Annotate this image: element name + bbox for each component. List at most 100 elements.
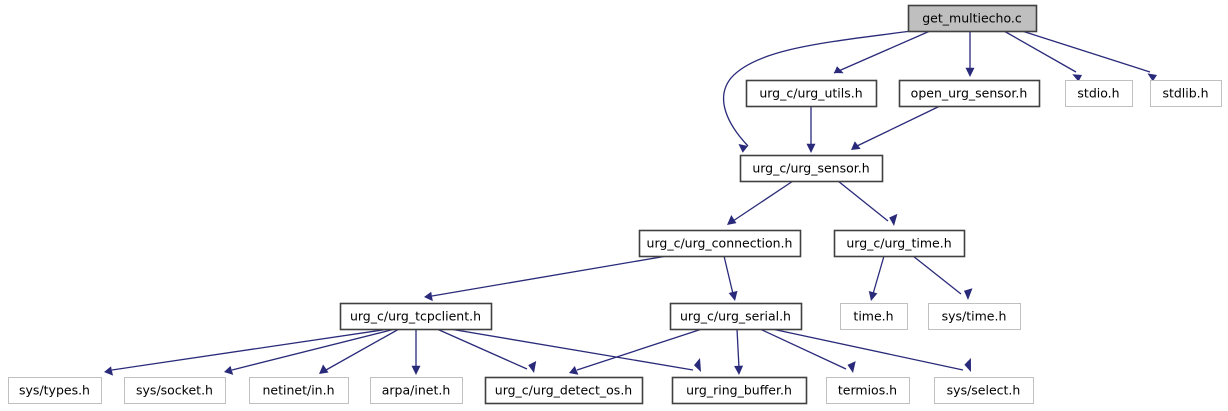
arrowhead-icon (964, 288, 973, 300)
node-urg_connection_h[interactable]: urg_c/urg_connection.h (638, 229, 802, 258)
node-box[interactable] (928, 303, 1021, 330)
edge-get_multiecho_c-to-urg_utils_h (833, 30, 931, 74)
edge-line (723, 255, 734, 295)
edge-line (1003, 30, 1077, 73)
node-urg_ring_buffer_h[interactable]: urg_ring_buffer.h (671, 376, 808, 405)
node-box[interactable] (1150, 80, 1222, 107)
arrowhead-icon (734, 365, 744, 375)
edge-urg_sensor_h-to-urg_time_h (837, 180, 898, 226)
edge-urg_serial_h-to-sys_select_h (771, 328, 971, 372)
node-box[interactable] (898, 79, 1041, 108)
edge-get_multiecho_c-to-stdlib_h (1021, 30, 1157, 82)
node-urg_serial_h[interactable]: urg_c/urg_serial.h (669, 302, 803, 331)
edge-line (231, 328, 396, 371)
edge-urg_sensor_h-to-urg_connection_h (727, 180, 794, 225)
edge-line (1021, 30, 1151, 73)
arrowhead-icon (319, 364, 329, 374)
edge-urg_time_h-to-sys_time_h (912, 255, 973, 300)
edge-urg_serial_h-to-termios_h (759, 328, 856, 373)
node-box[interactable] (669, 302, 803, 331)
arrowhead-icon (1147, 73, 1157, 82)
node-stdlib_h[interactable]: stdlib.h (1150, 80, 1222, 107)
edge-line (325, 328, 400, 371)
node-box[interactable] (124, 377, 226, 404)
node-termios_h[interactable]: termios.h (826, 377, 910, 404)
edge-urg_tcpclient_h-to-sys_types_h (104, 328, 390, 376)
edge-urg_utils_h-to-urg_sensor_h (806, 106, 816, 153)
arrowhead-icon (1072, 74, 1082, 82)
edge-urg_tcpclient_h-to-urg_ring_buffer_h (449, 328, 701, 372)
edge-urg_connection_h-to-urg_tcpclient_h (424, 255, 668, 302)
node-box[interactable] (840, 303, 908, 330)
node-urg_time_h[interactable]: urg_c/urg_time.h (833, 229, 966, 258)
node-box[interactable] (339, 302, 493, 331)
node-urg_sensor_h[interactable]: urg_c/urg_sensor.h (739, 154, 884, 183)
edge-line (111, 328, 390, 371)
node-box[interactable] (907, 4, 1038, 33)
node-box[interactable] (833, 229, 966, 258)
edge-urg_tcpclient_h-to-sys_socket_h (224, 328, 396, 375)
arrowhead-icon (965, 67, 975, 77)
arrowhead-icon (834, 66, 844, 74)
edge-line (759, 328, 847, 370)
node-open_urg_sensor_h[interactable]: open_urg_sensor.h (898, 79, 1041, 108)
node-box[interactable] (671, 376, 808, 405)
edge-line (736, 328, 740, 369)
node-box[interactable] (638, 229, 802, 258)
edge-line (732, 180, 794, 222)
node-time_h[interactable]: time.h (840, 303, 908, 330)
node-arpa_inet_h[interactable]: arpa/inet.h (370, 377, 463, 404)
arrowhead-icon (224, 365, 234, 375)
node-get_multiecho_c[interactable]: get_multiecho.c (907, 4, 1038, 33)
node-urg_tcpclient_h[interactable]: urg_c/urg_tcpclient.h (339, 302, 493, 331)
node-stdio_h[interactable]: stdio.h (1065, 80, 1133, 107)
arrowhead-icon (104, 366, 113, 376)
edge-urg_time_h-to-time_h (868, 255, 885, 301)
node-sys_types_h[interactable]: sys/types.h (8, 377, 102, 404)
edge-urg_serial_h-to-urg_ring_buffer_h (734, 328, 744, 375)
edge-urg_serial_h-to-urg_detect_os_h (569, 328, 703, 375)
arrowhead-icon (738, 144, 748, 153)
arrowhead-icon (806, 143, 816, 153)
node-urg_utils_h[interactable]: urg_c/urg_utils.h (745, 79, 878, 108)
node-box[interactable] (745, 79, 878, 108)
node-box[interactable] (8, 377, 102, 404)
node-box[interactable] (370, 377, 463, 404)
edge-line (436, 328, 528, 370)
node-sys_time_h[interactable]: sys/time.h (928, 303, 1021, 330)
node-box[interactable] (826, 377, 910, 404)
node-urg_detect_os_h[interactable]: urg_c/urg_detect_os.h (484, 376, 644, 405)
arrowhead-icon (727, 215, 737, 225)
edge-line (856, 105, 941, 147)
node-netinet_in_h[interactable]: netinet/in.h (249, 377, 349, 404)
arrowhead-icon (851, 141, 861, 150)
arrowhead-icon (411, 365, 421, 375)
arrowhead-icon (847, 361, 856, 373)
node-box[interactable] (249, 377, 349, 404)
node-box[interactable] (484, 376, 644, 405)
edge-line (449, 328, 694, 371)
edge-get_multiecho_c-to-open_urg_sensor_h (965, 31, 975, 77)
node-sys_socket_h[interactable]: sys/socket.h (124, 377, 226, 404)
edge-line (576, 328, 703, 371)
edge-get_multiecho_c-to-urg_sensor_h (722, 30, 912, 153)
arrowhead-icon (868, 291, 878, 301)
node-sys_select_h[interactable]: sys/select.h (934, 377, 1034, 404)
node-box[interactable] (739, 154, 884, 183)
node-box[interactable] (934, 377, 1034, 404)
edge-line (837, 180, 889, 222)
edge-layer (104, 30, 1157, 376)
node-box[interactable] (1065, 80, 1133, 107)
edge-line (722, 30, 912, 147)
arrowhead-icon (889, 213, 898, 226)
edge-line (912, 255, 962, 295)
edge-urg_tcpclient_h-to-urg_detect_os_h (436, 328, 537, 373)
arrowhead-icon (694, 358, 701, 372)
edge-get_multiecho_c-to-stdio_h (1003, 30, 1082, 82)
edge-urg_connection_h-to-urg_serial_h (723, 255, 738, 301)
arrowhead-icon (569, 366, 579, 375)
edge-open_urg_sensor_h-to-urg_sensor_h (851, 105, 941, 150)
edge-line (431, 255, 668, 297)
